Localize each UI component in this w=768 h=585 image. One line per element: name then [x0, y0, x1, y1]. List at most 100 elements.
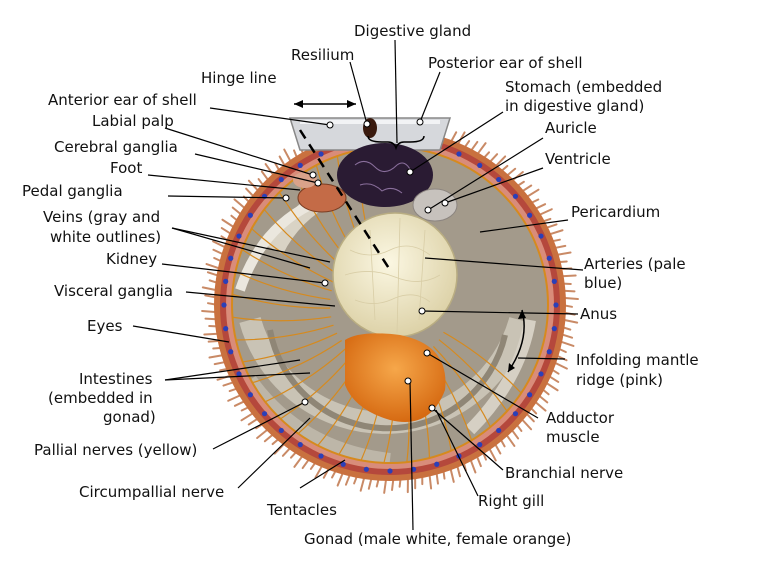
eye: [538, 371, 544, 377]
pallial-nerve: [235, 271, 331, 301]
eye: [512, 411, 519, 417]
label-infolding-line1: Infolding mantle: [576, 351, 699, 369]
eye: [546, 255, 552, 261]
label-digestive-gland: Digestive gland: [354, 22, 471, 40]
eye: [527, 212, 533, 218]
leader-lines: [132, 39, 584, 531]
eye: [538, 233, 544, 239]
pallial-nerve: [251, 228, 335, 284]
resilium-shape: [363, 118, 377, 138]
label-veins-line1: Veins (gray and: [43, 208, 160, 226]
labels: Digestive gland Resilium Posterior ear o…: [22, 22, 699, 548]
pallial-nerve: [241, 249, 332, 292]
eye: [223, 326, 229, 332]
label-visceral-ganglia: Visceral ganglia: [54, 282, 173, 300]
eye: [496, 427, 502, 434]
mantle-ridge-arrow: [507, 309, 526, 373]
eye: [228, 255, 234, 261]
eye: [247, 392, 253, 398]
eye: [247, 212, 253, 218]
eye: [278, 176, 284, 183]
label-hinge-line: Hinge line: [201, 69, 277, 87]
eye: [318, 151, 324, 157]
label-intestines-line3: gonad): [103, 408, 156, 426]
hinge-axis-dashed: [298, 129, 392, 271]
label-adductor-line2: muscle: [546, 428, 600, 446]
eye: [223, 278, 229, 284]
eye: [221, 302, 227, 308]
pointer-dots: [282, 118, 449, 412]
label-foot: Foot: [110, 159, 142, 177]
eye: [318, 453, 324, 459]
pallial-nerve: [232, 316, 332, 322]
label-auricle: Auricle: [545, 119, 597, 137]
eye: [456, 151, 462, 157]
eye: [546, 349, 552, 355]
pallial-nerve: [438, 339, 508, 412]
eye: [496, 176, 502, 183]
label-circumpallial-nerve: Circumpallial nerve: [79, 483, 224, 501]
pallial-nerve: [432, 346, 491, 428]
label-cerebral-ganglia: Cerebral ganglia: [54, 138, 178, 156]
label-intestines-line1: Intestines: [79, 370, 153, 388]
label-stomach-line2: in digestive gland): [505, 97, 644, 115]
eye: [278, 427, 284, 434]
label-gonad: Gonad (male white, female orange): [304, 530, 571, 548]
adductor-muscle-shape: [332, 212, 458, 338]
eye: [297, 162, 303, 168]
eye: [477, 442, 483, 448]
hinge-line-arrow: [294, 100, 356, 108]
stomach-outline: [354, 161, 412, 194]
label-resilium: Resilium: [291, 46, 354, 64]
label-anterior-ear: Anterior ear of shell: [48, 91, 197, 109]
label-branchial-nerve: Branchial nerve: [505, 464, 623, 482]
eyes-ring: [221, 151, 559, 474]
label-ventricle: Ventricle: [545, 150, 611, 168]
eye: [236, 233, 242, 239]
label-stomach-line1: Stomach (embedded: [505, 78, 662, 96]
pallial-nerve: [242, 332, 338, 363]
eye: [297, 442, 303, 448]
label-pallial-nerves: Pallial nerves (yellow): [34, 441, 197, 459]
eye: [434, 461, 440, 467]
eye: [261, 411, 268, 417]
pallial-nerve: [264, 346, 348, 403]
label-intestines-line2: (embedded in: [48, 389, 153, 407]
label-kidney: Kidney: [106, 250, 157, 268]
label-pericardium: Pericardium: [571, 203, 660, 221]
eye: [551, 326, 557, 332]
eye: [477, 162, 483, 168]
digestive-gland-bracket: [367, 135, 425, 151]
pallial-nerve: [235, 324, 334, 341]
foot-shape: [297, 183, 347, 213]
gonad-shape: [345, 333, 446, 422]
digestive-gland-shape: [337, 143, 433, 207]
eye: [387, 468, 393, 474]
label-anus: Anus: [580, 305, 617, 323]
pallial-nerve: [252, 340, 342, 384]
pallial-nerve: [263, 209, 339, 276]
eye: [228, 349, 234, 355]
label-veins-line2: white outlines): [50, 228, 161, 246]
label-arteries-line2: blue): [584, 274, 622, 292]
label-labial-palp: Labial palp: [92, 112, 174, 130]
label-infolding-line2: ridge (pink): [576, 371, 663, 389]
label-eyes: Eyes: [87, 317, 123, 335]
eye: [553, 302, 559, 308]
eye: [363, 466, 369, 472]
adductor-texture: [344, 217, 441, 334]
label-pedal-ganglia: Pedal ganglia: [22, 182, 123, 200]
label-arteries-line1: Arteries (pale: [584, 255, 686, 273]
label-posterior-ear: Posterior ear of shell: [428, 54, 583, 72]
label-right-gill: Right gill: [478, 492, 544, 510]
eye: [551, 278, 557, 284]
label-adductor-line1: Adductor: [546, 409, 615, 427]
label-tentacles: Tentacles: [266, 501, 337, 519]
eye: [527, 392, 533, 398]
eye: [340, 461, 346, 467]
eye: [236, 371, 242, 377]
pallial-nerve: [443, 331, 522, 394]
eye: [512, 193, 519, 199]
